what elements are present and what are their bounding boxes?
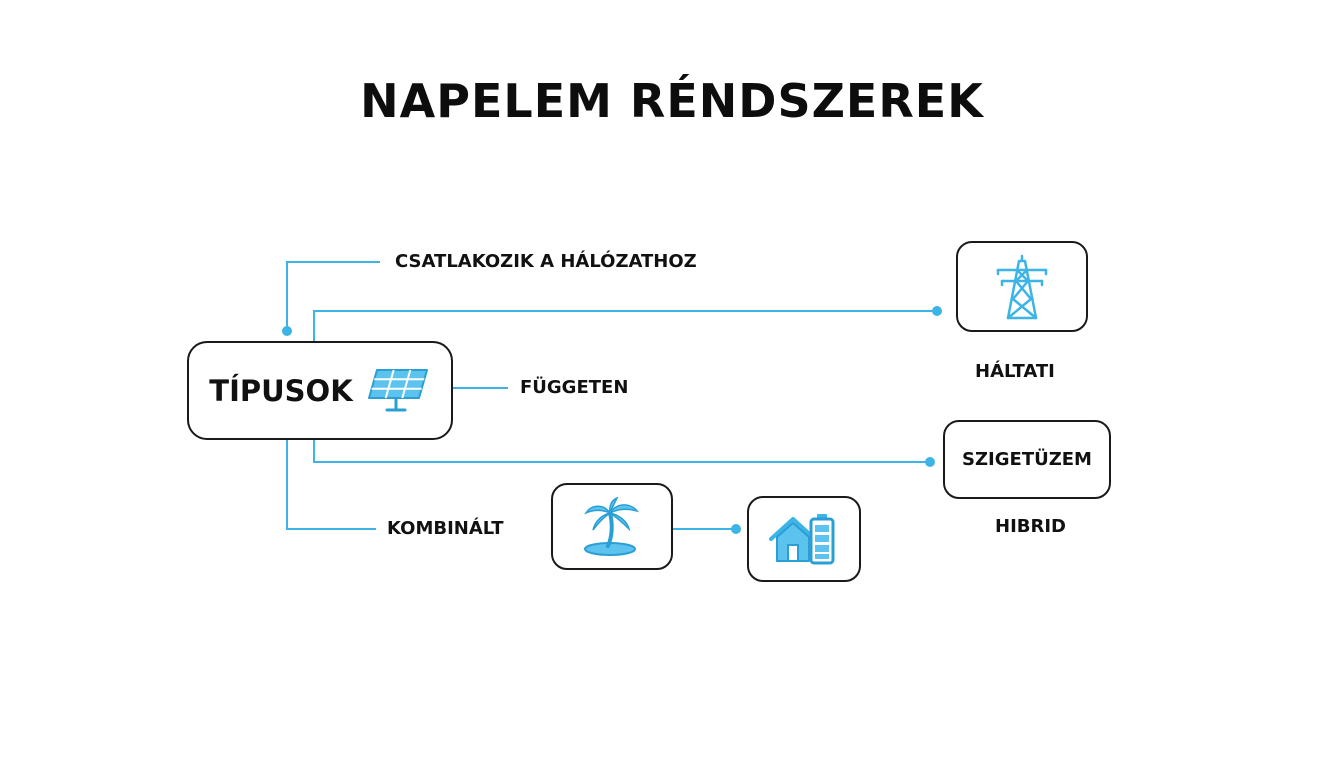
palm-island-icon — [577, 496, 647, 557]
diagram-title: NAPELEM RÉNDSZEREK — [360, 74, 984, 128]
types-label: TÍPUSOK — [209, 373, 353, 408]
island-system-label: SZIGETÜZEM — [962, 449, 1092, 470]
connector-dot — [925, 457, 935, 467]
hybrid-icon-card — [747, 496, 861, 582]
connector-dot — [282, 326, 292, 336]
house-battery-icon — [769, 511, 839, 567]
grid-caption: HÁLTATI — [975, 361, 1055, 382]
solar-panel-icon — [365, 367, 431, 415]
connector-island-box — [313, 440, 930, 463]
power-tower-icon — [992, 254, 1052, 320]
connector-dot — [731, 524, 741, 534]
connector-combined — [286, 440, 376, 530]
island-system-card: SZIGETÜZEM — [943, 420, 1111, 499]
grid-connected-label: CSATLAKOZIK A HÁLÓZATHOZ — [395, 251, 697, 272]
power-tower-card — [956, 241, 1088, 332]
combined-label: KOMBINÁLT — [387, 518, 504, 539]
connector-power-tower — [313, 310, 937, 341]
connector-grid-label — [286, 261, 380, 331]
types-node: TÍPUSOK — [187, 341, 453, 440]
connector-dot — [932, 306, 942, 316]
island-icon-card — [551, 483, 673, 570]
independent-label: FÜGGETEN — [520, 377, 629, 398]
hybrid-caption: HIBRID — [995, 516, 1066, 537]
